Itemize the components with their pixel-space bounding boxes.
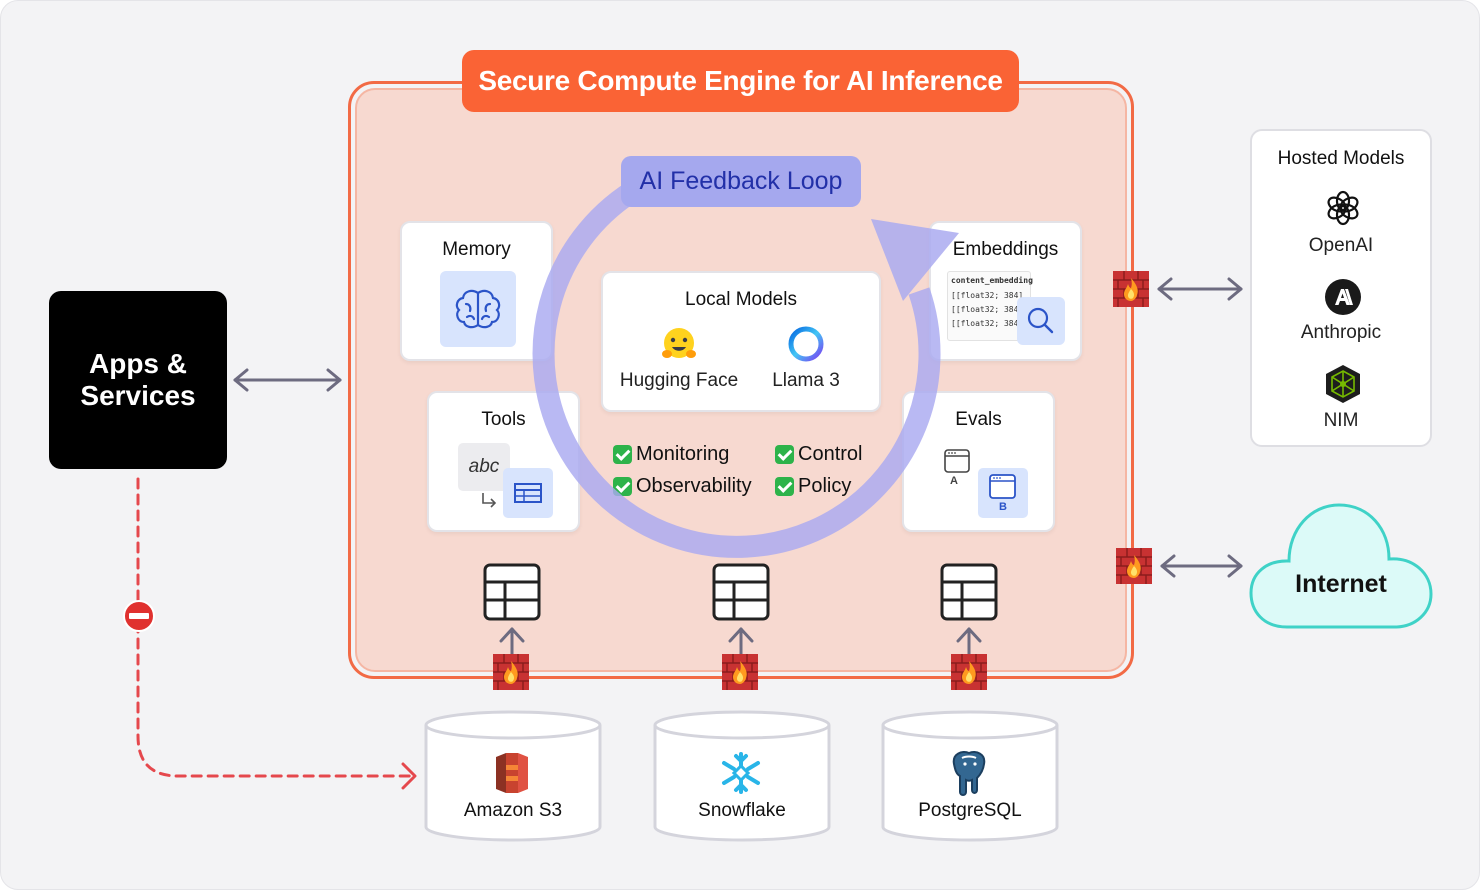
firewall-icon bbox=[1116, 548, 1152, 584]
internet-cloud-icon bbox=[1249, 503, 1433, 629]
internet-label: Internet bbox=[1295, 570, 1387, 598]
engine-title: Secure Compute Engine for AI Inference bbox=[462, 50, 1019, 112]
embedding-code-row: [[float32; 384] bbox=[951, 305, 1024, 314]
brain-icon bbox=[440, 271, 516, 347]
amazon-s3-label: Amazon S3 bbox=[463, 800, 563, 821]
table-grid-icon bbox=[712, 563, 770, 621]
variant-b-label: B bbox=[999, 501, 1007, 513]
embedding-code-row: [[float32; 384] bbox=[951, 319, 1024, 328]
tools-sample-text: abc bbox=[468, 456, 500, 477]
firewall-icon bbox=[951, 654, 987, 690]
nim-label: NIM bbox=[1323, 410, 1359, 431]
embeddings-title: Embeddings bbox=[952, 239, 1059, 260]
nvidia-nim-icon bbox=[1326, 365, 1360, 403]
database-cylinder bbox=[881, 710, 1059, 842]
postgresql-icon bbox=[952, 751, 986, 796]
anthropic-label: Anthropic bbox=[1300, 322, 1382, 343]
snowflake-label: Snowflake bbox=[698, 800, 786, 821]
table-grid-icon bbox=[940, 563, 998, 621]
hosted-models-title: Hosted Models bbox=[1277, 148, 1405, 169]
embedding-code-row: [[float32; 384] bbox=[951, 291, 1024, 300]
memory-card: Memory bbox=[400, 221, 553, 361]
no-entry-icon bbox=[123, 600, 155, 632]
window-b-icon: B bbox=[978, 468, 1028, 518]
snowflake-icon bbox=[722, 752, 760, 794]
anthropic-icon bbox=[1325, 279, 1361, 315]
openai-label: OpenAI bbox=[1308, 235, 1374, 256]
openai-icon bbox=[1327, 190, 1359, 226]
apps-label-line2: Services bbox=[80, 380, 196, 411]
embedding-code-header: content_embedding bbox=[951, 276, 1033, 285]
magnifier-icon bbox=[1017, 297, 1065, 345]
firewall-icon bbox=[1113, 271, 1149, 307]
firewall-icon bbox=[493, 654, 529, 690]
transform-arrow-icon bbox=[482, 493, 497, 508]
postgresql-label: PostgreSQL bbox=[918, 800, 1022, 821]
evals-title: Evals bbox=[955, 409, 1002, 430]
apps-label-line1: Apps & bbox=[89, 348, 187, 379]
tools-text-sample: abc bbox=[458, 443, 510, 491]
feedback-loop-title: AI Feedback Loop bbox=[621, 156, 861, 207]
table-grid-icon bbox=[483, 563, 541, 621]
hosted-models-panel: Hosted Models OpenAI Anthropic bbox=[1250, 129, 1432, 447]
tools-title: Tools bbox=[481, 409, 526, 430]
firewall-icon bbox=[722, 654, 758, 690]
apps-services-box: Apps & Services bbox=[49, 291, 227, 469]
variant-a-label: A bbox=[950, 475, 958, 487]
window-a-icon bbox=[944, 449, 970, 473]
memory-title: Memory bbox=[442, 239, 511, 260]
amazon-s3-icon bbox=[496, 753, 528, 793]
